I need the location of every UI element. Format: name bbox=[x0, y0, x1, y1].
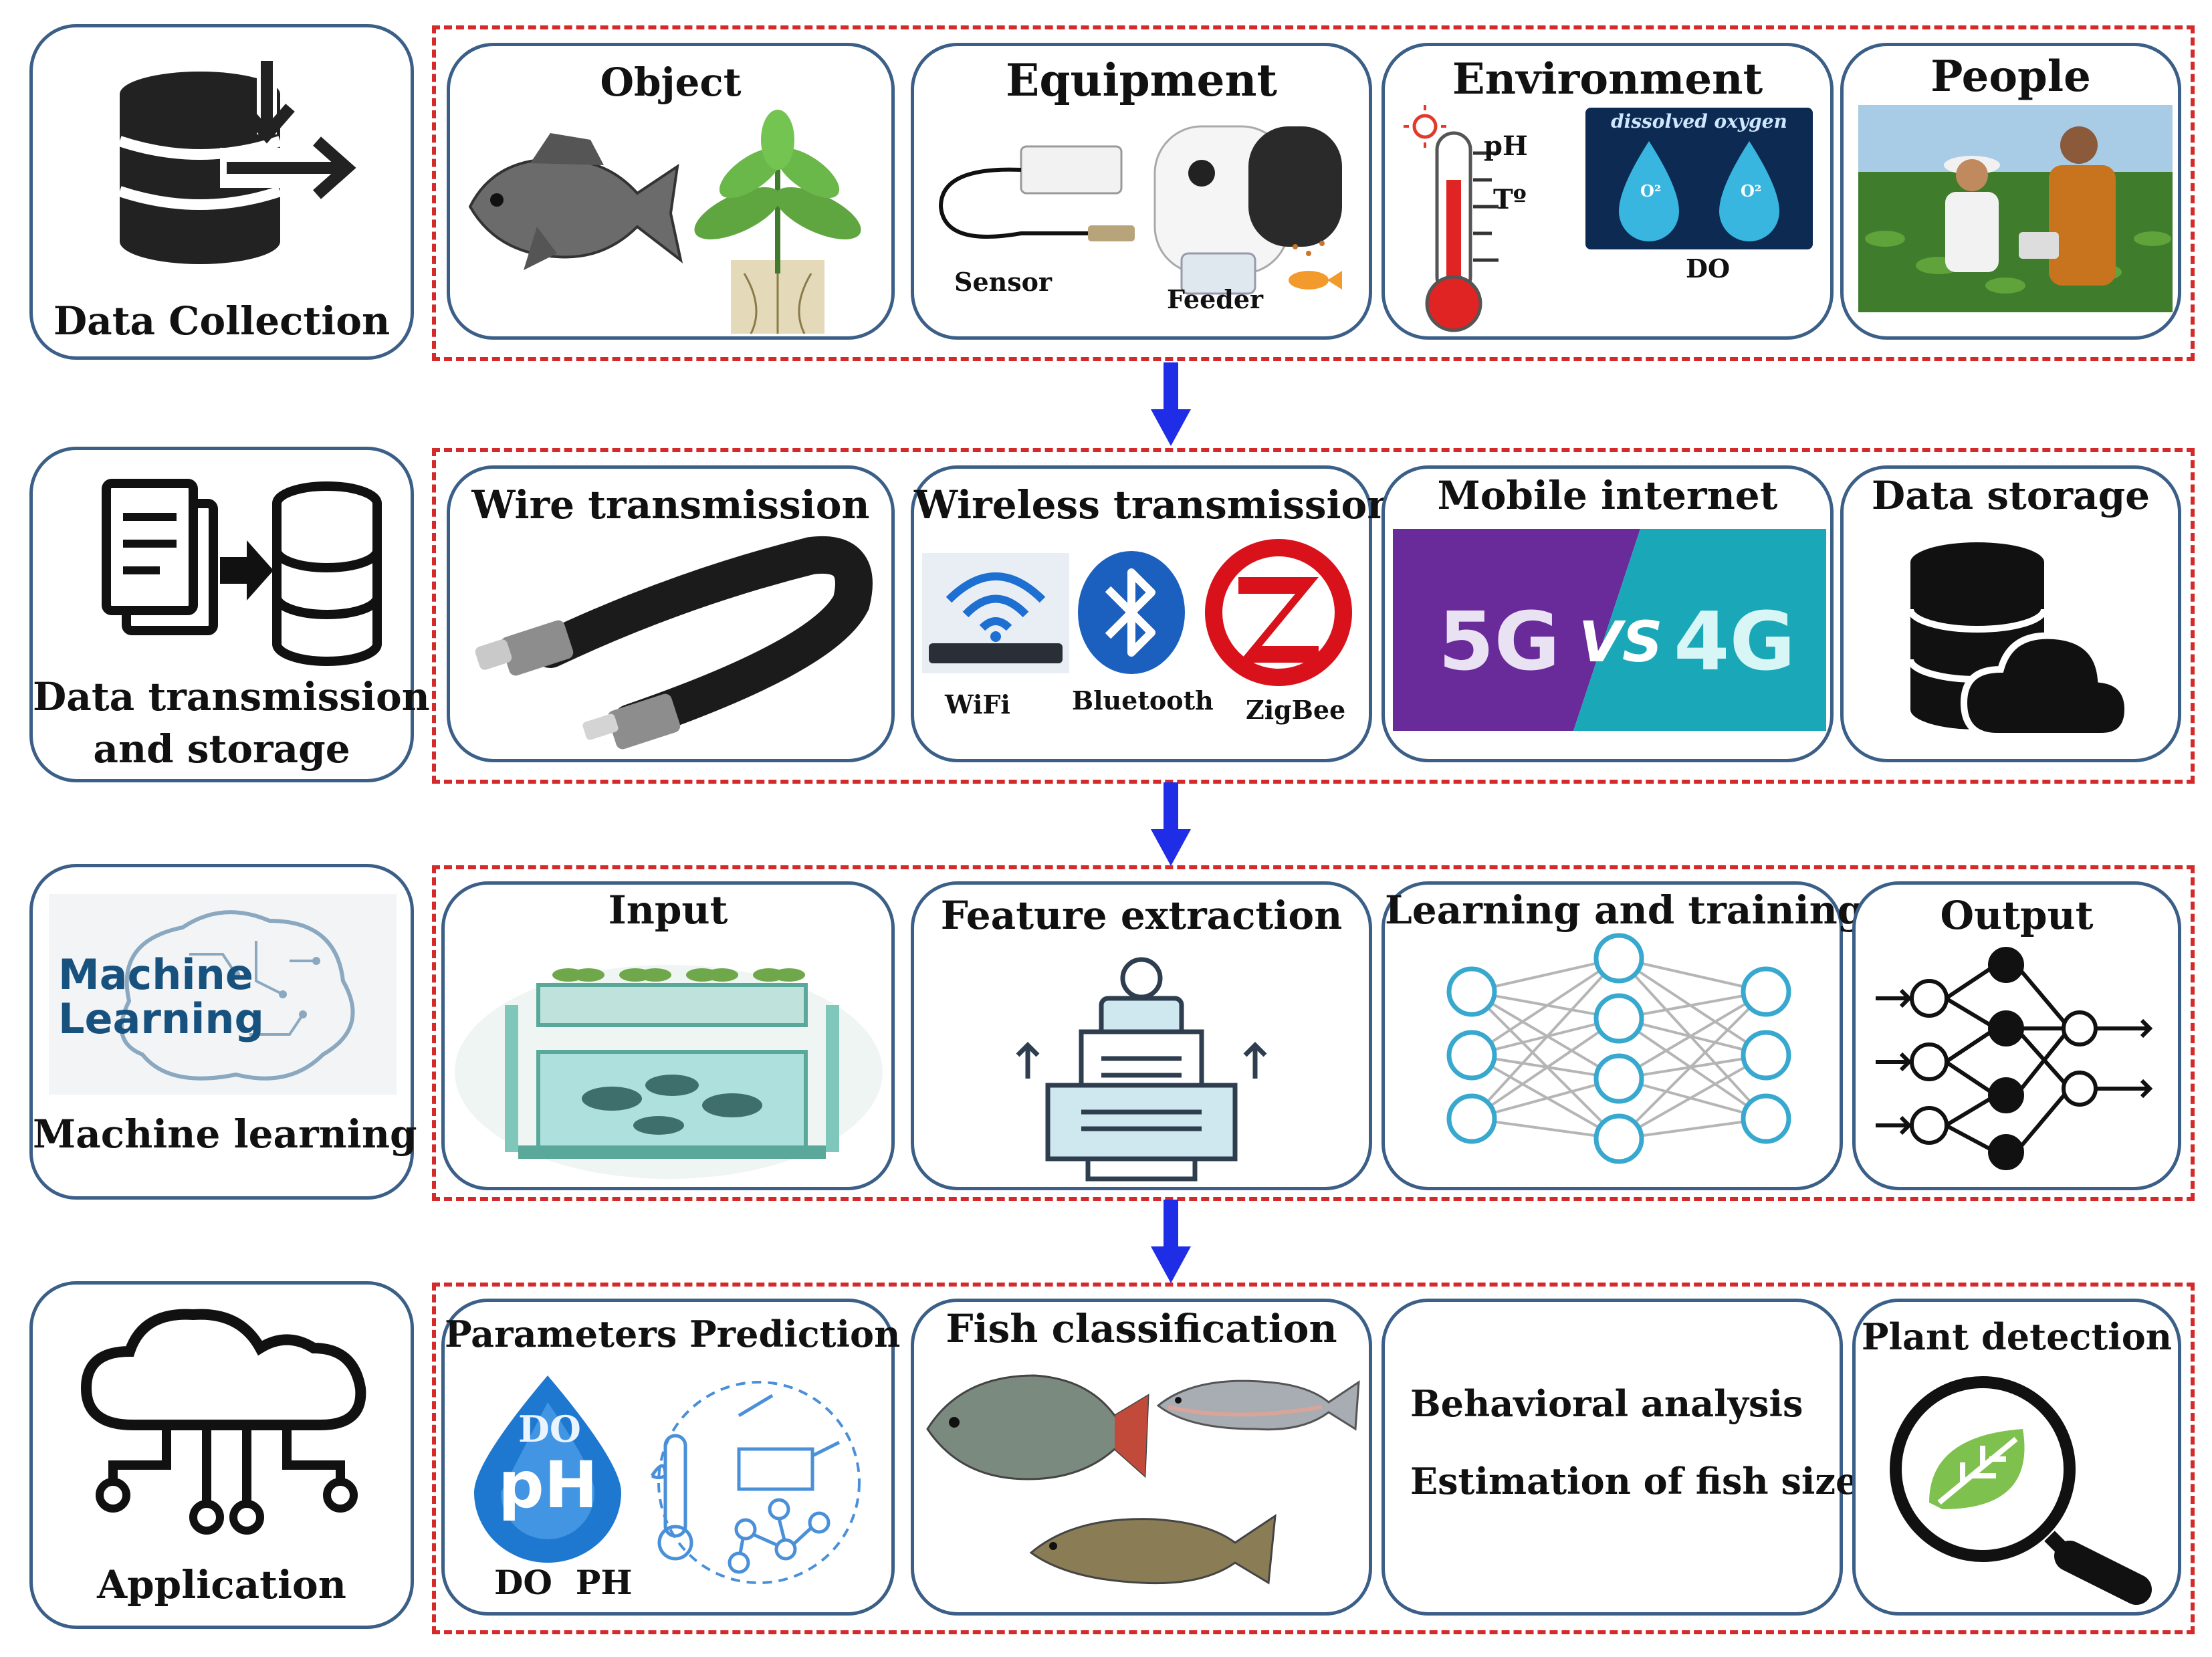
ph-label: pH bbox=[1484, 130, 1528, 162]
collection-group bbox=[432, 25, 2195, 361]
panel-people: People bbox=[1840, 43, 2181, 340]
o2-label: O² bbox=[1741, 181, 1762, 201]
stage-data-collection: Data Collection bbox=[29, 24, 414, 360]
salmon-illustration bbox=[1156, 1379, 1360, 1431]
panel-title: People bbox=[1930, 51, 2091, 102]
feature-extraction-icon bbox=[1016, 957, 1267, 1182]
environment-parameters-icon bbox=[650, 1381, 861, 1584]
behavioral-analysis-text: Behavioral analysis bbox=[1410, 1382, 1803, 1425]
panel-title: Output bbox=[1940, 893, 2094, 938]
stage-machine-learning: Machine Learning Machine learning bbox=[29, 864, 417, 1200]
wifi-router-icon bbox=[922, 553, 1069, 673]
panel-plant-detection: Plant detection bbox=[1852, 1299, 2181, 1616]
panel-title: Feature extraction bbox=[940, 893, 1343, 938]
document-to-database-icon bbox=[102, 479, 382, 666]
dissolved-oxygen-panel: dissolved oxygen O² O² bbox=[1585, 108, 1813, 249]
panel-behavior-analysis: Behavioral analysis Estimation of fish s… bbox=[1381, 1299, 1858, 1616]
5g-label: 5G bbox=[1438, 596, 1560, 689]
stage-application: Application bbox=[29, 1281, 414, 1629]
brain-circuit-icon bbox=[119, 910, 355, 1081]
down-arrow-icon bbox=[1151, 782, 1191, 866]
sensor-illustration bbox=[938, 145, 1135, 241]
stage-data-transmission-storage: Data transmission and storage bbox=[29, 447, 430, 782]
vs-label: VS bbox=[1579, 609, 1663, 675]
drop-ph-label: pH bbox=[498, 1448, 598, 1523]
wifi-label: WiFi bbox=[945, 689, 1010, 720]
panel-mobile-internet: Mobile internet 5G VS 4G bbox=[1381, 465, 1834, 762]
panel-environment: Environment pH Tº dissolved oxygen O² O²… bbox=[1381, 43, 1834, 340]
panel-title: Plant detection bbox=[1861, 1315, 2173, 1358]
farmers-photo bbox=[1858, 105, 2173, 312]
application-group bbox=[432, 1283, 2195, 1634]
panel-equipment: Equipment Sensor Feeder bbox=[911, 43, 1372, 340]
transmission-group bbox=[432, 448, 2195, 784]
do-ph-caption: DO PH bbox=[494, 1563, 633, 1602]
water-drop-icon bbox=[474, 1375, 621, 1563]
stage-label: Application bbox=[97, 1562, 346, 1608]
panel-title: Mobile internet bbox=[1437, 473, 1778, 518]
panel-title: Parameters Prediction bbox=[445, 1313, 901, 1355]
panel-input: Input bbox=[441, 881, 895, 1190]
stage-label-line1: Data transmission bbox=[33, 674, 430, 720]
bluetooth-label: Bluetooth bbox=[1072, 685, 1214, 715]
panel-wire-transmission: Wire transmission bbox=[447, 465, 895, 762]
panel-output: Output bbox=[1852, 881, 2181, 1190]
panel-title: Fish classification bbox=[946, 1306, 1337, 1351]
do-label: DO bbox=[1686, 253, 1731, 284]
5g-vs-4g-banner bbox=[1393, 529, 1826, 731]
panel-title: Wire transmission bbox=[471, 482, 870, 528]
neural-network-diagram bbox=[1446, 933, 1791, 1164]
cloud-network-icon bbox=[80, 1309, 366, 1535]
magnifier-leaf-icon bbox=[1890, 1376, 2152, 1605]
stage-label: Machine learning bbox=[33, 1111, 417, 1157]
cloud-database-icon bbox=[1907, 542, 2132, 740]
panel-feature-extraction: Feature extraction bbox=[911, 881, 1372, 1190]
panel-title: Object bbox=[600, 60, 742, 105]
panel-parameters-prediction: Parameters Prediction DO pH DO PH bbox=[441, 1299, 901, 1616]
stage-label: Data Collection bbox=[53, 298, 391, 344]
down-arrow-icon bbox=[1151, 1200, 1191, 1283]
usb-cable-illustration bbox=[475, 536, 873, 750]
down-arrow-icon bbox=[1151, 362, 1191, 446]
panel-title: Equipment bbox=[1006, 54, 1277, 106]
panel-wireless-transmission: Wireless transmission WiFi Bluetooth Zig… bbox=[911, 465, 1396, 762]
zigbee-label: ZigBee bbox=[1246, 695, 1346, 725]
plant-illustration bbox=[694, 110, 861, 334]
thermometer-icon bbox=[1404, 105, 1499, 332]
panel-fish-classification: Fish classification bbox=[911, 1299, 1372, 1616]
tilapia-fish-illustration bbox=[926, 1374, 1149, 1480]
panel-title: Environment bbox=[1452, 54, 1763, 104]
feeder-illustration bbox=[1153, 125, 1342, 295]
panel-title: Data storage bbox=[1871, 473, 2150, 518]
panel-title: Input bbox=[608, 887, 728, 933]
panel-title: Wireless transmission bbox=[914, 482, 1396, 528]
o2-label: O² bbox=[1640, 181, 1662, 201]
zigbee-icon bbox=[1205, 539, 1352, 686]
grass-carp-illustration bbox=[1029, 1513, 1277, 1585]
panel-title: Learning and training bbox=[1385, 887, 1865, 933]
do-banner-text: dissolved oxygen bbox=[1611, 110, 1787, 132]
water-drop-icons bbox=[1619, 141, 1779, 241]
fish-illustration bbox=[468, 133, 683, 270]
stage-label-line2: and storage bbox=[93, 726, 350, 772]
fish-size-estimation-text: Estimation of fish size bbox=[1410, 1460, 1859, 1503]
panel-data-storage: Data storage bbox=[1840, 465, 2181, 762]
aquaponics-tank-illustration bbox=[455, 965, 883, 1179]
machine-learning-group bbox=[432, 865, 2195, 1201]
machine-learning-logo: Machine Learning bbox=[49, 894, 397, 1095]
bluetooth-icon bbox=[1078, 551, 1185, 674]
logo-line2: Learning bbox=[58, 994, 264, 1043]
feeder-label: Feeder bbox=[1167, 284, 1264, 314]
database-import-icon bbox=[118, 54, 356, 264]
panel-object: Object bbox=[447, 43, 895, 340]
logo-line1: Machine bbox=[58, 950, 253, 999]
output-network-diagram bbox=[1876, 947, 2153, 1170]
panel-learning-training: Learning and training bbox=[1381, 881, 1865, 1190]
temperature-label: Tº bbox=[1493, 184, 1527, 215]
drop-do-label: DO bbox=[518, 1408, 581, 1450]
4g-label: 4G bbox=[1674, 596, 1795, 689]
sensor-label: Sensor bbox=[954, 267, 1053, 297]
